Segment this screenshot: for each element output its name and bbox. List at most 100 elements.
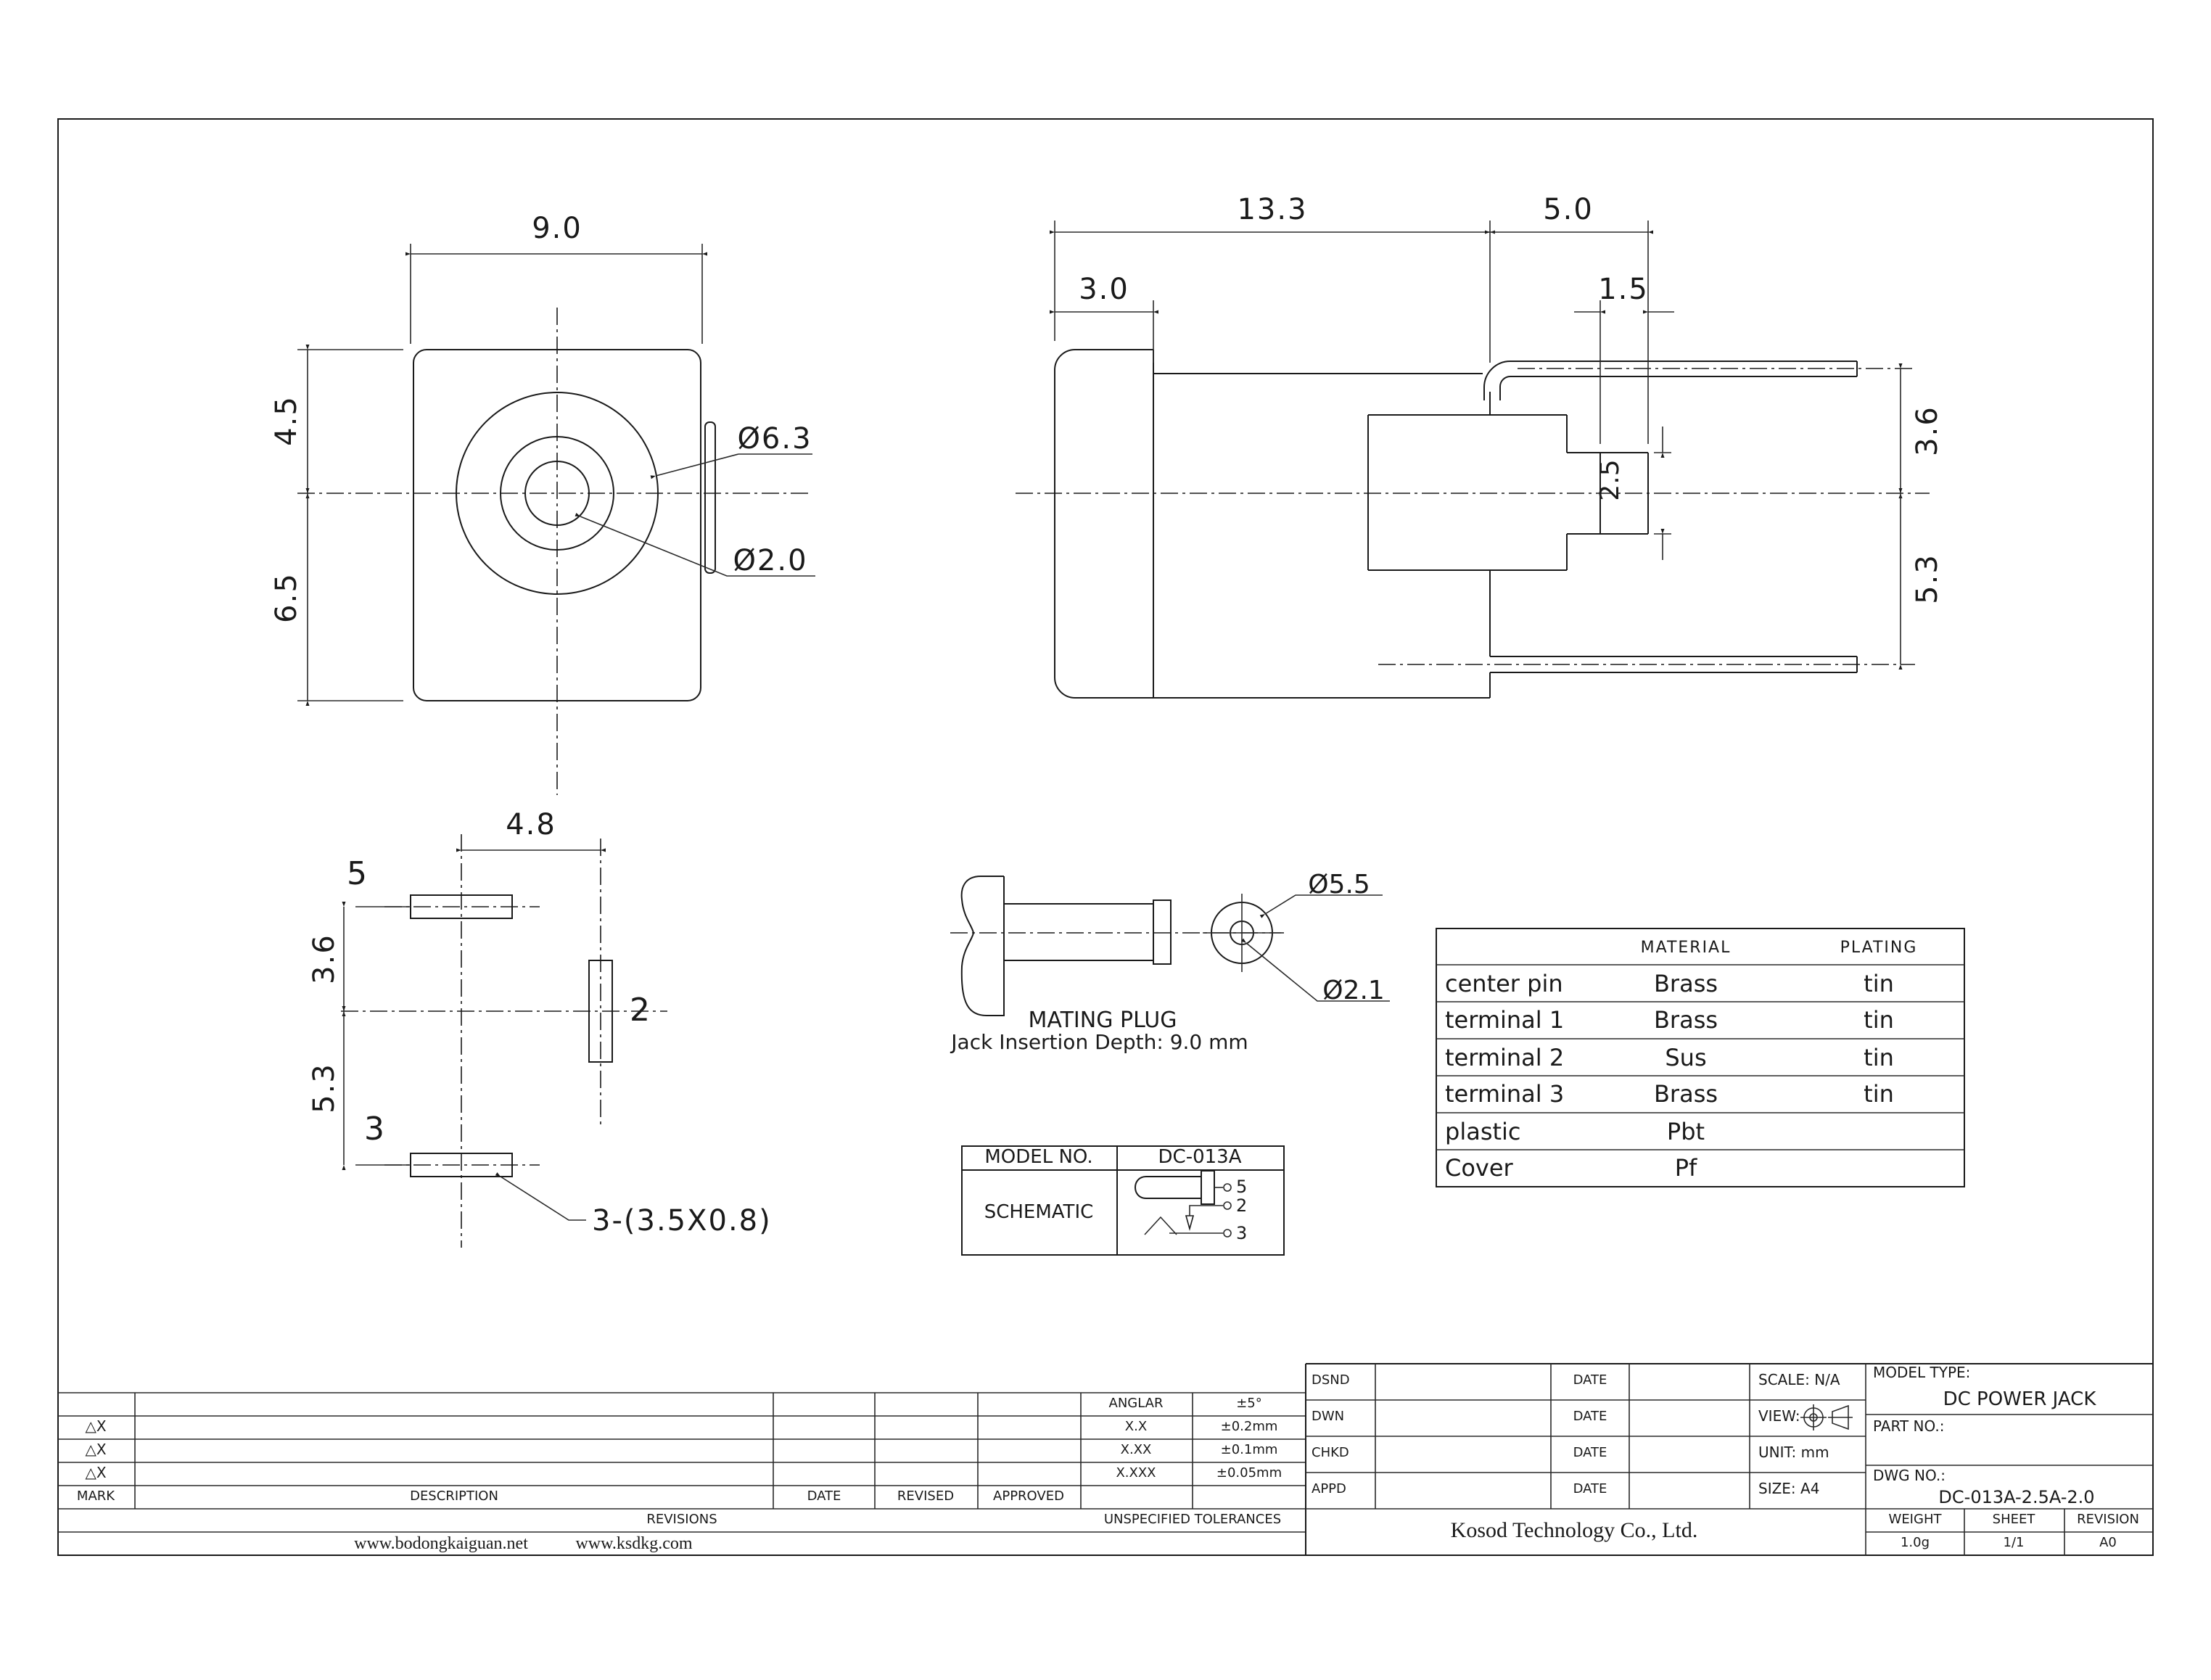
sheet-label: SHEET	[1992, 1513, 2035, 1528]
leader-plug-inner	[1241, 938, 1390, 1002]
materials-material: Brass	[1653, 1006, 1718, 1034]
materials-part: terminal 2	[1445, 1044, 1565, 1071]
pcb-pad2-label: 2	[630, 993, 650, 1029]
model-no-label: MODEL NO.	[984, 1147, 1093, 1169]
revision-label: REVISION	[2077, 1513, 2139, 1528]
chkd-label: CHKD	[1312, 1446, 1349, 1461]
pcb-dim-lower: 5.3	[306, 1063, 341, 1113]
company-name: Kosod Technology Co., Ltd.	[1450, 1520, 1698, 1543]
website-link-2: www.ksdkg.com	[575, 1533, 693, 1553]
materials-header-plating: PLATING	[1840, 938, 1918, 957]
leader-plug-outer	[1259, 894, 1383, 918]
front-view	[297, 244, 815, 795]
pcb-hole-note: 3-(3.5X0.8)	[592, 1203, 772, 1238]
materials-material: Pf	[1674, 1154, 1697, 1182]
revision-mark-symbol: △X	[85, 1420, 107, 1436]
description-header: DESCRIPTION	[410, 1490, 498, 1504]
materials-part: terminal 1	[1445, 1006, 1565, 1034]
materials-material: Brass	[1653, 970, 1718, 997]
materials-table-grid	[1436, 928, 1965, 1187]
pcb-dim-upper: 3.6	[306, 934, 341, 984]
tolerance-size: X.XX	[1120, 1444, 1152, 1458]
tolerance-value: ±0.2mm	[1220, 1420, 1278, 1435]
date-header: DATE	[807, 1490, 841, 1504]
appd-label: APPD	[1312, 1483, 1346, 1497]
model-type-label: MODEL TYPE:	[1873, 1366, 1971, 1382]
model-box	[961, 1145, 1285, 1256]
pcb-dim-horizontal: 4.8	[506, 807, 556, 841]
materials-material: Brass	[1653, 1080, 1718, 1108]
pcb-pad5-label: 5	[347, 857, 367, 893]
dwg-no-label: DWG NO.:	[1873, 1469, 1946, 1485]
plug-dia-outer-label: Ø5.5	[1308, 870, 1370, 900]
revision-mark-symbol: △X	[85, 1466, 107, 1482]
dwn-label: DWN	[1312, 1410, 1345, 1425]
schematic-pin5-label: 5	[1236, 1177, 1248, 1197]
dsnd-label: DSND	[1312, 1374, 1350, 1388]
revised-header: REVISED	[897, 1490, 955, 1504]
plug-dia-inner-label: Ø2.1	[1322, 976, 1385, 1006]
leader-dia-outer	[650, 453, 812, 479]
front-dim-width: 9.0	[532, 210, 582, 245]
pcb-pad3-label: 3	[364, 1112, 384, 1148]
materials-material: Sus	[1665, 1044, 1707, 1071]
tolerance-value: ±5°	[1236, 1397, 1262, 1412]
side-view	[1016, 221, 1930, 699]
size-value: SIZE: A4	[1758, 1482, 1820, 1498]
materials-part: Cover	[1445, 1154, 1513, 1182]
website-link-1: www.bodongkaiguan.net	[354, 1533, 528, 1553]
tolerance-size: X.X	[1124, 1420, 1148, 1435]
unspecified-tolerances-title: UNSPECIFIED TOLERANCES	[1103, 1513, 1282, 1528]
side-dim-top-terminal: 3.6	[1909, 405, 1944, 456]
revision-mark-symbol: △X	[85, 1443, 107, 1459]
weight-value: 1.0g	[1900, 1536, 1930, 1551]
part-no-label: PART NO.:	[1873, 1420, 1945, 1436]
pcb-layout-view	[341, 834, 667, 1248]
plug-knurl	[1153, 899, 1172, 965]
tolerance-value: ±0.05mm	[1216, 1467, 1282, 1481]
approved-header: APPROVED	[993, 1490, 1064, 1504]
side-dim-flange: 3.0	[1079, 271, 1129, 306]
tolerance-size: ANGLAR	[1108, 1397, 1164, 1412]
date-cell-label: DATE	[1573, 1410, 1607, 1425]
view-label: VIEW:	[1758, 1409, 1800, 1425]
mating-plug-title: MATING PLUG	[1028, 1007, 1177, 1033]
plug-handle	[960, 876, 1005, 1016]
sheet-frame	[57, 118, 2154, 1556]
materials-part: center pin	[1445, 970, 1563, 997]
scale-value: SCALE: N/A	[1758, 1373, 1840, 1389]
materials-plating: tin	[1864, 1044, 1894, 1071]
leader-hole-note	[495, 1172, 586, 1221]
tolerance-value: ±0.1mm	[1220, 1444, 1278, 1458]
materials-material: Pbt	[1666, 1118, 1705, 1145]
revisions-table-grid	[58, 1392, 1306, 1533]
leader-dia-inner	[575, 513, 815, 577]
materials-header-material: MATERIAL	[1640, 938, 1732, 957]
weight-label: WEIGHT	[1888, 1513, 1942, 1528]
side-dim-pin: 5.0	[1543, 192, 1594, 226]
front-dia-outer-label: Ø6.3	[737, 421, 812, 456]
materials-plating: tin	[1864, 1080, 1894, 1108]
materials-part: plastic	[1445, 1118, 1521, 1145]
tolerance-size: X.XXX	[1116, 1467, 1156, 1481]
third-angle-view-icon	[1800, 1404, 1853, 1430]
side-dim-pin-height: 2.5	[1595, 459, 1626, 501]
front-dim-upper: 4.5	[268, 395, 303, 446]
side-dim-length: 13.3	[1237, 192, 1308, 226]
mark-header: MARK	[76, 1490, 115, 1504]
side-dim-tip: 1.5	[1598, 271, 1649, 306]
materials-plating: tin	[1864, 970, 1894, 997]
model-no-value: DC-013A	[1158, 1147, 1242, 1169]
center-pin	[1567, 452, 1649, 535]
revision-value: A0	[2099, 1536, 2117, 1551]
materials-plating: tin	[1864, 1006, 1894, 1034]
date-cell-label: DATE	[1573, 1483, 1607, 1497]
date-cell-label: DATE	[1573, 1446, 1607, 1461]
front-dia-inner-label: Ø2.0	[733, 543, 808, 577]
date-cell-label: DATE	[1573, 1374, 1607, 1388]
revisions-title: REVISIONS	[646, 1513, 717, 1528]
dwg-no-value: DC-013A-2.5A-2.0	[1938, 1487, 2095, 1507]
schematic-label: SCHEMATIC	[984, 1202, 1094, 1224]
